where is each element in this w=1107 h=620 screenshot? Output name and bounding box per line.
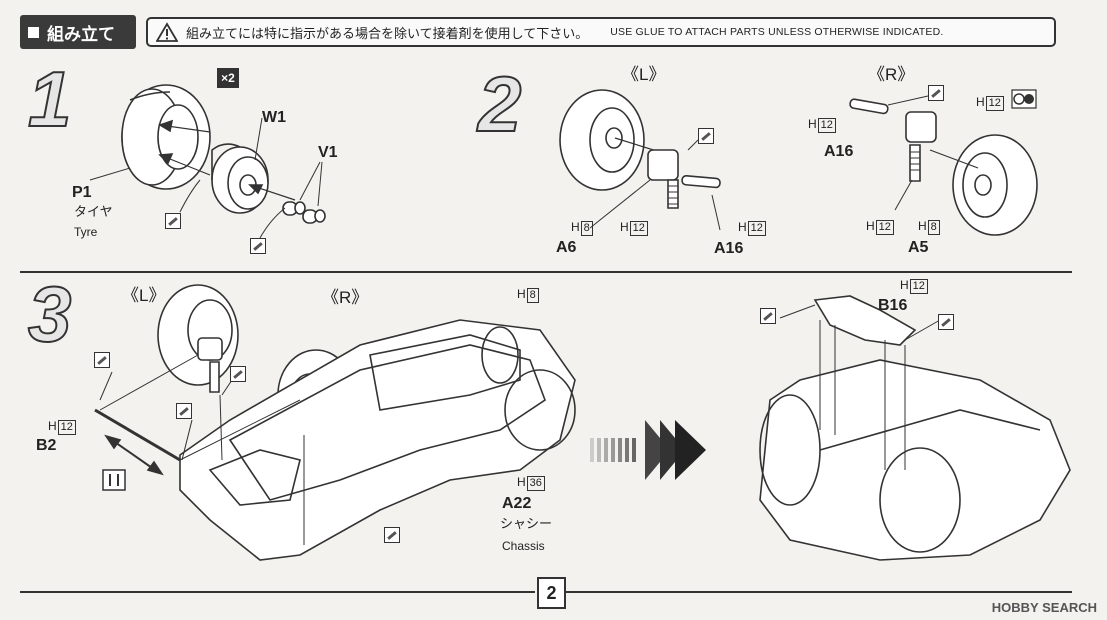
h-box: 12 [817, 118, 836, 133]
watermark: HOBBY SEARCH [991, 600, 1097, 615]
pin-a16-right [849, 99, 888, 114]
h-box: 12 [747, 221, 766, 236]
part-name-a22-jp: シャシー [500, 517, 553, 532]
h-box: 8 [927, 220, 940, 235]
glue-icon [938, 314, 954, 330]
part-name-a22-en: Chassis [502, 539, 545, 553]
part-label-a16-right: A16 [824, 143, 854, 160]
part-label-a6: A6 [556, 239, 577, 256]
divider-bottom-right [564, 591, 1072, 593]
chassis-b16-assembly [760, 296, 1070, 560]
divider-top [20, 271, 1072, 273]
part-label-a22: A22 [502, 495, 532, 512]
part-label-b2: B2 [36, 437, 57, 454]
chassis-a22 [180, 320, 575, 560]
h-box: 12 [985, 96, 1004, 111]
glue-icon [250, 238, 266, 254]
part-label-a16-left: A16 [714, 240, 744, 257]
part-label-a5: A5 [908, 239, 929, 256]
glue-icon [760, 308, 776, 324]
part-label-p1: P1 [72, 184, 92, 201]
h-box: 8 [526, 288, 539, 303]
warning-icon [156, 22, 178, 42]
wheel-left-step3 [158, 285, 238, 392]
circle-dot-icon [1012, 90, 1036, 108]
h-box: 12 [57, 420, 76, 435]
side-label-left: 《L》 [622, 65, 666, 84]
part-label-w1: W1 [262, 109, 286, 126]
h-box: 8 [580, 221, 593, 236]
square-icon [28, 26, 39, 38]
part-name-p1-jp: タイヤ [74, 205, 113, 220]
h-box: 12 [875, 220, 894, 235]
glue-icon [94, 352, 110, 368]
glue-icon [165, 213, 181, 229]
part-name-p1-en: Tyre [74, 225, 98, 239]
warning-text-jp: 組み立てには特に指示がある場合を除いて接着剤を使用して下さい。 [186, 26, 589, 42]
part-label-v1: V1 [318, 144, 338, 161]
step-number-3: 3 [27, 270, 72, 358]
section-title-text: 組み立て [47, 24, 115, 45]
step-number-2: 2 [477, 60, 522, 148]
glue-icon [698, 128, 714, 144]
quantity-badge: ×2 [217, 68, 239, 88]
wheel-right-step2 [953, 135, 1037, 235]
step-number-1: 1 [27, 55, 72, 143]
flip-icon [103, 470, 125, 490]
side-label-left: 《L》 [122, 286, 166, 305]
tyre-p1 [122, 85, 210, 189]
direction-arrow [590, 420, 706, 480]
warning-text-en: USE GLUE TO ATTACH PARTS UNLESS OTHERWIS… [610, 26, 944, 38]
tie-rod-b2 [95, 410, 180, 460]
side-label-right: 《R》 [868, 65, 915, 84]
glue-icon [384, 527, 400, 543]
side-label-right: 《R》 [322, 288, 369, 307]
wheel-left-step2 [560, 90, 644, 190]
upright-a6 [648, 150, 720, 208]
bushing-v1 [283, 202, 325, 223]
glue-icon [176, 403, 192, 419]
divider-bottom-left [20, 591, 535, 593]
h-box: 36 [526, 476, 545, 491]
part-label-b16: B16 [878, 297, 908, 314]
section-title: 組み立て [20, 15, 136, 49]
glue-icon [230, 366, 246, 382]
glue-warning-box: 組み立てには特に指示がある場合を除いて接着剤を使用して下さい。 USE GLUE… [146, 17, 1056, 47]
wheel-w1 [212, 144, 268, 213]
page-number: 2 [537, 577, 566, 609]
upright-a5 [906, 112, 936, 181]
h-box: 12 [629, 221, 648, 236]
h-box: 12 [909, 279, 928, 294]
glue-icon [928, 85, 944, 101]
